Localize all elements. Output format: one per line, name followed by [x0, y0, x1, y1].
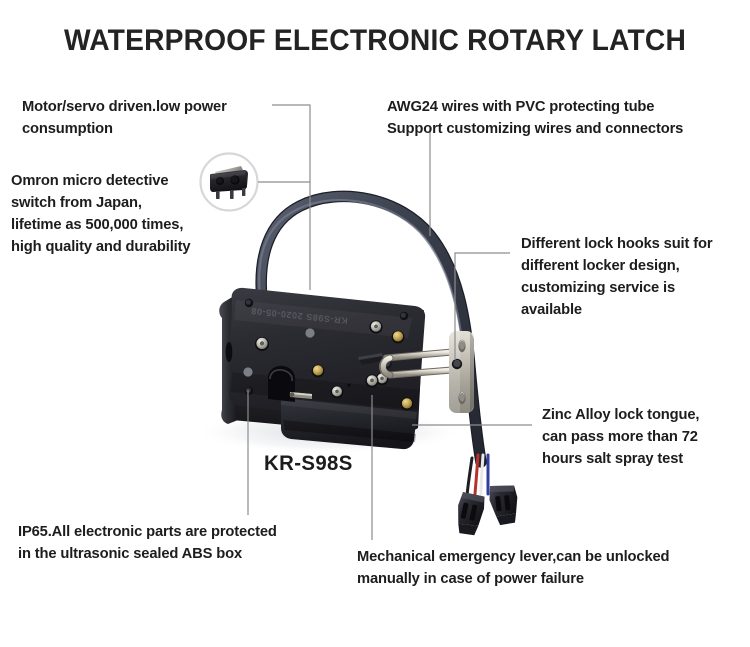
leader-end-dots	[243, 328, 315, 377]
zinc-striker	[379, 331, 474, 413]
callout-ip65-rating: IP65.All electronic parts are protected …	[18, 523, 277, 562]
screw-silver-1	[255, 337, 269, 351]
callout-motor-servo: Motor/servo driven.low power consumption	[22, 98, 227, 137]
screw-brass-3	[400, 397, 414, 411]
screw-silver-2	[369, 320, 383, 334]
callout-zinc-alloy: Zinc Alloy lock tongue, can pass more th…	[542, 406, 700, 467]
callout-omron-switch: Omron micro detective switch from Japan,…	[11, 172, 191, 255]
callout-lock-hooks: Different lock hooks suit for different …	[521, 235, 713, 318]
screw-brass-1	[391, 330, 405, 344]
lock-body: KR-S98S 2020-05-08	[219, 287, 426, 450]
emergency-lever	[289, 392, 312, 399]
screw-brass-2	[311, 364, 325, 378]
leader-lock-hooks	[454, 252, 510, 360]
screw-silver-3	[330, 385, 344, 399]
leader-motor-servo	[272, 104, 311, 290]
wire-connectors	[458, 453, 518, 536]
omron-micro-switch-inset	[199, 152, 259, 212]
product-model-label: KR-S98S	[264, 452, 353, 475]
page-title: WATERPROOF ELECTRONIC ROTARY LATCH	[63, 24, 687, 57]
callout-mechanical-lever: Mechanical emergency lever,can be unlock…	[357, 548, 670, 587]
callout-awg24-wires: AWG24 wires with PVC protecting tube Sup…	[387, 98, 684, 137]
